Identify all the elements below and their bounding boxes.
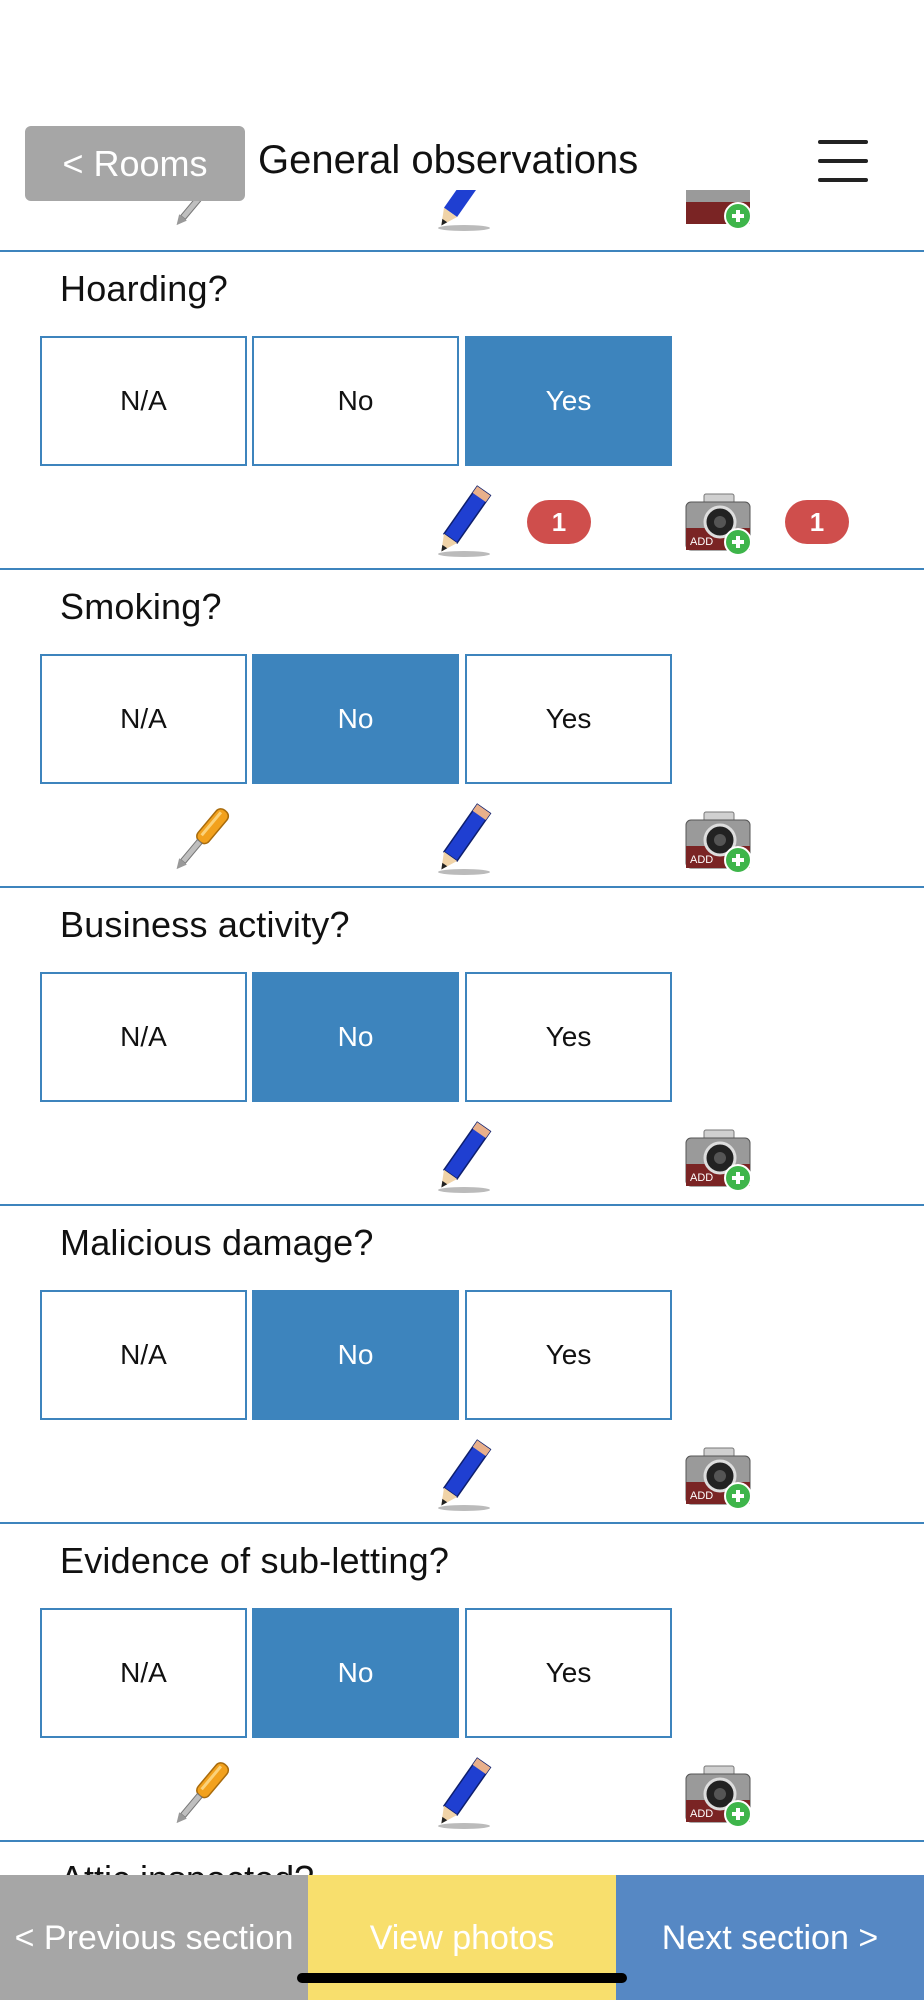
hamburger-menu-icon[interactable] bbox=[818, 140, 868, 184]
option-na-button[interactable]: N/A bbox=[40, 336, 247, 466]
page-title: General observations bbox=[258, 138, 639, 182]
option-yes-button[interactable]: Yes bbox=[465, 972, 672, 1102]
photo-count-badge: 1 bbox=[785, 500, 849, 544]
add-photo-camera-icon bbox=[682, 190, 758, 236]
back-to-rooms-button[interactable]: < Rooms bbox=[25, 126, 245, 201]
pencil-icon[interactable] bbox=[424, 1436, 500, 1516]
option-yes-button[interactable]: Yes bbox=[465, 1608, 672, 1738]
svg-text:ADD: ADD bbox=[690, 1172, 713, 1184]
svg-text:ADD: ADD bbox=[690, 1490, 713, 1502]
option-na-button[interactable]: N/A bbox=[40, 1290, 247, 1420]
option-na-button[interactable]: N/A bbox=[40, 972, 247, 1102]
option-yes-button[interactable]: Yes bbox=[465, 1290, 672, 1420]
question-title: Smoking? bbox=[60, 586, 222, 627]
pencil-icon bbox=[424, 190, 500, 236]
question-malicious-damage: Malicious damage? N/A No Yes ADD bbox=[0, 1206, 924, 1524]
add-photo-camera-icon[interactable]: ADD bbox=[682, 1754, 758, 1834]
add-photo-camera-icon[interactable]: ADD bbox=[682, 1118, 758, 1198]
option-na-button[interactable]: N/A bbox=[40, 1608, 247, 1738]
option-no-button[interactable]: No bbox=[252, 1290, 459, 1420]
svg-text:ADD: ADD bbox=[690, 536, 713, 548]
pencil-icon[interactable] bbox=[424, 800, 500, 880]
option-no-button[interactable]: No bbox=[252, 972, 459, 1102]
add-photo-camera-icon[interactable]: ADD bbox=[682, 482, 758, 562]
option-no-button[interactable]: No bbox=[252, 654, 459, 784]
screwdriver-repair-icon[interactable] bbox=[163, 1754, 239, 1834]
question-title: Evidence of sub-letting? bbox=[60, 1540, 450, 1581]
question-title: Malicious damage? bbox=[60, 1222, 374, 1263]
next-section-button[interactable]: Next section > bbox=[616, 1875, 924, 2000]
question-hoarding: Hoarding? N/A No Yes 1 ADD 1 bbox=[0, 252, 924, 570]
pencil-icon[interactable] bbox=[424, 1754, 500, 1834]
option-na-button[interactable]: N/A bbox=[40, 654, 247, 784]
home-indicator bbox=[297, 1973, 627, 1983]
note-count-badge: 1 bbox=[527, 500, 591, 544]
question-smoking: Smoking? N/A No Yes ADD bbox=[0, 570, 924, 888]
add-photo-camera-icon[interactable]: ADD bbox=[682, 1436, 758, 1516]
option-yes-button[interactable]: Yes bbox=[465, 336, 672, 466]
question-title: Business activity? bbox=[60, 904, 350, 945]
screwdriver-repair-icon[interactable] bbox=[163, 800, 239, 880]
question-business-activity: Business activity? N/A No Yes ADD bbox=[0, 888, 924, 1206]
add-photo-camera-icon[interactable]: ADD bbox=[682, 800, 758, 880]
svg-text:ADD: ADD bbox=[690, 854, 713, 866]
question-title: Hoarding? bbox=[60, 268, 228, 309]
top-navigation-bar: < Rooms General observations bbox=[0, 0, 924, 252]
svg-text:ADD: ADD bbox=[690, 1808, 713, 1820]
previous-section-button[interactable]: < Previous section bbox=[0, 1875, 308, 2000]
option-no-button[interactable]: No bbox=[252, 336, 459, 466]
question-sub-letting: Evidence of sub-letting? N/A No Yes ADD bbox=[0, 1524, 924, 1842]
option-yes-button[interactable]: Yes bbox=[465, 654, 672, 784]
pencil-icon[interactable] bbox=[424, 482, 500, 562]
option-no-button[interactable]: No bbox=[252, 1608, 459, 1738]
pencil-icon[interactable] bbox=[424, 1118, 500, 1198]
